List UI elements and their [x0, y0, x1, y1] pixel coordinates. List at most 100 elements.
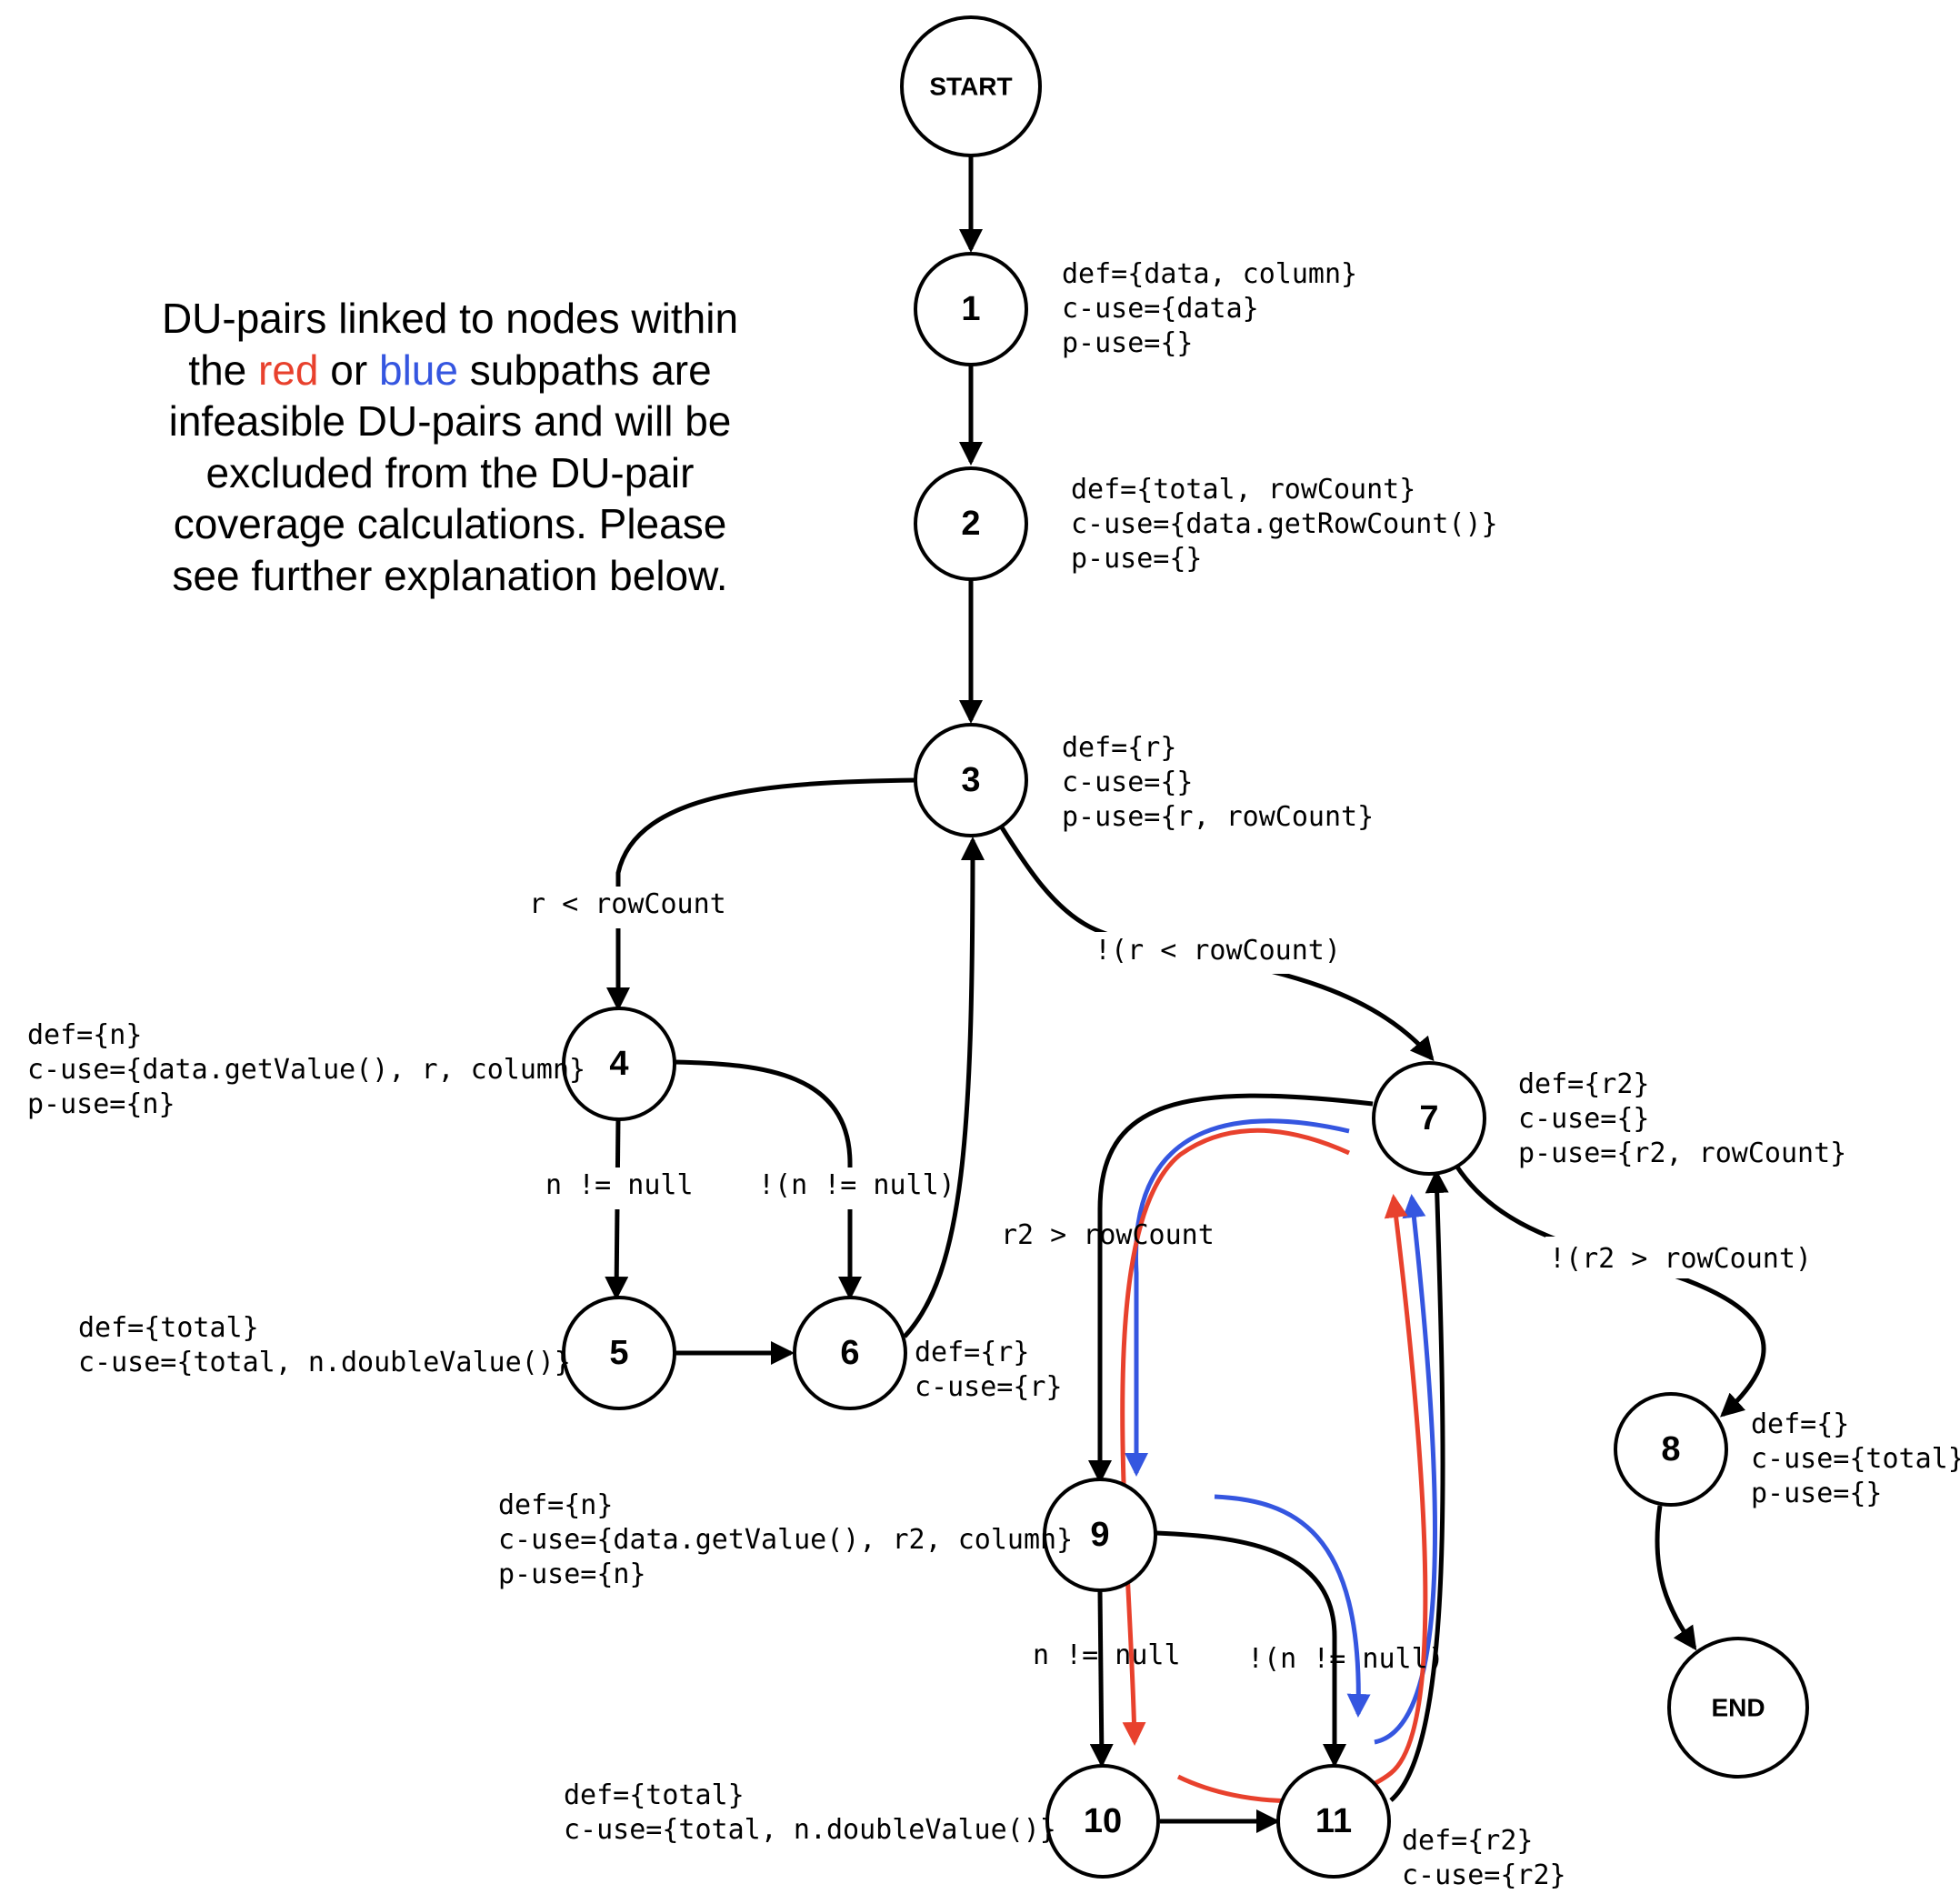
annotation-node-10: def={total} c-use={total, n.doubleValue(… [564, 1779, 1056, 1846]
edge-label-9-11: !(n != null) [1247, 1643, 1445, 1675]
node-6-label: 6 [840, 1334, 859, 1372]
annotation-node-5: def={total} c-use={total, n.doubleValue(… [78, 1312, 571, 1378]
note-line-2-start: the [188, 346, 259, 394]
edge-9-11 [1155, 1530, 1346, 1768]
node-4: 4 [562, 1007, 676, 1121]
node-3-label: 3 [961, 761, 980, 799]
edge-11-7 [1389, 1169, 1449, 1802]
note-line-2-end: subpaths are [457, 346, 712, 394]
blue-subpath-7-to-9 [1125, 1118, 1350, 1477]
edge-6-3 [903, 837, 985, 1338]
note-line-5: coverage calculations. Please [173, 500, 727, 547]
annotation-n3-def: def={r} [1062, 732, 1176, 764]
annotation-n4-cuse: c-use={data.getValue(), r, column} [27, 1054, 585, 1086]
node-11-label: 11 [1315, 1802, 1352, 1840]
annotation-node-9: def={n} c-use={data.getValue(), r2, colu… [498, 1489, 1073, 1590]
annotation-n3-cuse: c-use={} [1062, 767, 1194, 798]
note-line-3: infeasible DU-pairs and will be [168, 397, 732, 445]
annotation-n8-cuse: c-use={total} [1751, 1443, 1960, 1475]
annotation-n7-cuse: c-use={} [1518, 1103, 1650, 1135]
edge-7-8 [1454, 1164, 1766, 1418]
edge-label-3-7: !(r < rowCount) [1095, 935, 1341, 967]
node-end-label: END [1711, 1694, 1765, 1722]
edge-4-6 [674, 1059, 862, 1300]
blue-subpath-9-to-11 [1214, 1494, 1371, 1718]
annotation-node-3: def={r} c-use={} p-use={r, rowCount} [1062, 732, 1374, 833]
annotation-n6-cuse: c-use={r} [915, 1371, 1063, 1403]
annotation-n7-puse: p-use={r2, rowCount} [1518, 1137, 1846, 1169]
node-1-label: 1 [961, 290, 980, 328]
note-red-word: red [258, 346, 319, 394]
node-9-label: 9 [1090, 1516, 1109, 1554]
node-10: 10 [1045, 1764, 1160, 1879]
annotation-n2-puse: p-use={} [1071, 543, 1203, 575]
node-9: 9 [1043, 1478, 1157, 1592]
annotation-n8-puse: p-use={} [1751, 1478, 1883, 1509]
note-line-2: the red or blue subpaths are [136, 345, 764, 396]
node-11: 11 [1276, 1764, 1391, 1879]
annotation-n1-cuse: c-use={data} [1062, 293, 1259, 325]
annotation-n7-def: def={r2} [1518, 1068, 1650, 1100]
note-blue-word: blue [378, 346, 458, 394]
red-subpath-10-to-7 [1176, 1194, 1428, 1803]
node-7-label: 7 [1419, 1099, 1438, 1137]
node-8-label: 8 [1661, 1430, 1680, 1468]
node-2-label: 2 [961, 505, 980, 543]
node-10-label: 10 [1084, 1802, 1122, 1840]
annotation-node-11: def={r2} c-use={r2} [1402, 1825, 1566, 1891]
node-end: END [1667, 1637, 1809, 1779]
node-1: 1 [914, 252, 1028, 366]
edge-3-4 [606, 777, 917, 1011]
note-line-2-mid: or [318, 346, 379, 394]
edge-label-4-5: n != null [545, 1169, 694, 1201]
annotation-n10-def: def={total} [564, 1779, 745, 1811]
annotation-n4-def: def={n} [27, 1019, 142, 1051]
note-line-4: excluded from the DU-pair [205, 448, 695, 496]
edge-label-4-6: !(n != null) [758, 1169, 955, 1201]
edge-7-9 [1088, 1093, 1374, 1484]
node-2: 2 [914, 466, 1028, 581]
note-line-6: see further explanation below. [172, 551, 728, 599]
explanation-note: DU-pairs linked to nodes within the red … [136, 293, 764, 601]
annotation-n3-puse: p-use={r, rowCount} [1062, 801, 1374, 833]
edge-label-7-9: r2 > rowCount [1001, 1219, 1215, 1251]
node-4-label: 4 [609, 1045, 628, 1083]
annotation-n1-def: def={data, column} [1062, 258, 1357, 290]
annotation-node-7: def={r2} c-use={} p-use={r2, rowCount} [1518, 1068, 1846, 1169]
node-start-label: START [929, 73, 1012, 101]
annotation-n9-def: def={n} [498, 1489, 613, 1521]
annotation-node-4: def={n} c-use={data.getValue(), r, colum… [27, 1019, 585, 1120]
annotation-node-2: def={total, rowCount} c-use={data.getRow… [1071, 474, 1498, 575]
annotation-n9-puse: p-use={n} [498, 1558, 646, 1590]
annotation-n8-def: def={} [1751, 1408, 1849, 1440]
annotation-n10-cuse: c-use={total, n.doubleValue()} [564, 1814, 1056, 1846]
annotation-n4-puse: p-use={n} [27, 1088, 175, 1120]
edge-label-7-8: !(r2 > rowCount) [1549, 1243, 1812, 1275]
annotation-n6-def: def={r} [915, 1337, 1029, 1368]
annotation-node-6: def={r} c-use={r} [915, 1337, 1063, 1403]
node-6: 6 [793, 1296, 907, 1410]
node-5: 5 [562, 1296, 676, 1410]
annotation-n2-cuse: c-use={data.getRowCount()} [1071, 508, 1498, 540]
edge-label-3-4: r < rowCount [529, 888, 726, 920]
annotation-n11-cuse: c-use={r2} [1402, 1859, 1566, 1891]
edge-label-9-10: n != null [1033, 1639, 1181, 1671]
annotation-n5-def: def={total} [78, 1312, 259, 1344]
annotation-n1-puse: p-use={} [1062, 327, 1194, 359]
blue-subpath-11-to-7 [1374, 1194, 1438, 1745]
node-3: 3 [914, 723, 1028, 837]
node-5-label: 5 [609, 1334, 628, 1372]
node-7: 7 [1372, 1061, 1486, 1176]
annotation-n5-cuse: c-use={total, n.doubleValue()} [78, 1347, 571, 1378]
annotation-n2-def: def={total, rowCount} [1071, 474, 1415, 506]
annotation-node-1: def={data, column} c-use={data} p-use={} [1062, 258, 1357, 359]
node-start: START [900, 15, 1042, 157]
annotation-node-8: def={} c-use={total} p-use={} [1751, 1408, 1960, 1509]
edge-9-10 [1089, 1590, 1114, 1768]
node-8: 8 [1614, 1392, 1728, 1507]
annotation-n9-cuse: c-use={data.getValue(), r2, column} [498, 1524, 1073, 1556]
edge-8-end [1655, 1505, 1697, 1651]
note-line-1: DU-pairs linked to nodes within [161, 295, 739, 342]
annotation-n11-def: def={r2} [1402, 1825, 1534, 1857]
